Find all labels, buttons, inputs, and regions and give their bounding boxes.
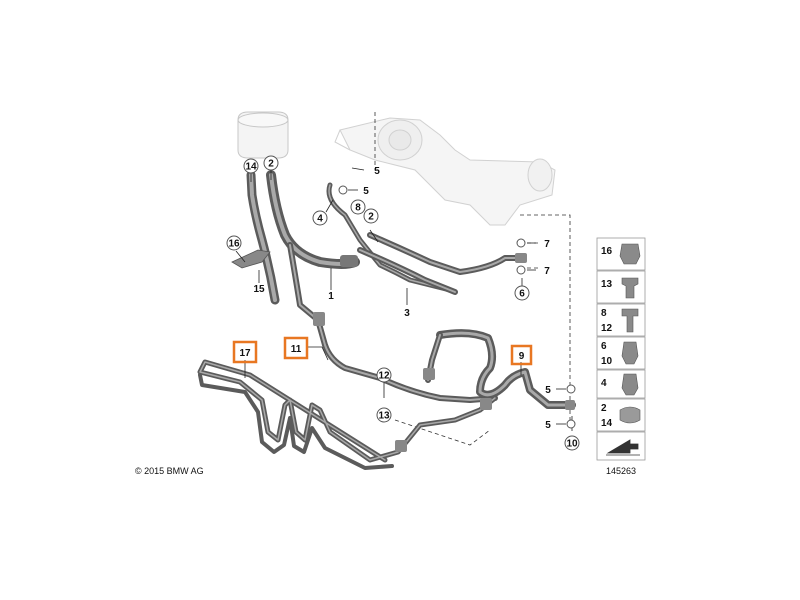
- steering-gear: [334, 117, 556, 226]
- legend-item-6-10: 6 10: [596, 336, 646, 370]
- hoses: [197, 170, 576, 470]
- callout-15: 15: [253, 284, 265, 295]
- callout-7-top: 7: [516, 238, 550, 250]
- svg-text:10: 10: [566, 439, 578, 450]
- sealing-ring-icon: [621, 341, 639, 365]
- svg-text:13: 13: [601, 279, 613, 290]
- banjo-bolt-icon: [621, 277, 639, 299]
- clamp-icon: [621, 373, 639, 396]
- svg-text:1: 1: [328, 291, 334, 302]
- svg-text:13: 13: [378, 411, 390, 422]
- svg-text:5: 5: [374, 166, 380, 177]
- legend-item-8-12: 8 12: [596, 303, 646, 337]
- svg-text:2: 2: [601, 403, 607, 414]
- callout-1: 1: [328, 291, 334, 302]
- svg-text:6: 6: [601, 341, 607, 352]
- svg-text:14: 14: [245, 162, 257, 173]
- legend-item-16: 16: [596, 237, 646, 271]
- svg-text:2: 2: [268, 159, 274, 170]
- svg-text:9: 9: [519, 351, 525, 362]
- callout-3: 3: [404, 308, 410, 319]
- callout-14: 14: [243, 158, 259, 174]
- callout-17-highlight: 17: [232, 340, 258, 364]
- svg-text:7: 7: [544, 266, 550, 277]
- svg-text:5: 5: [545, 420, 551, 431]
- svg-text:16: 16: [228, 239, 240, 250]
- callout-12: 12: [376, 367, 392, 383]
- legend-item-4: 4: [596, 369, 646, 399]
- callout-11-highlight: 11: [283, 336, 309, 360]
- svg-text:4: 4: [601, 378, 607, 389]
- callout-6: 6: [514, 285, 530, 301]
- callout-5-fourth: 5: [545, 419, 576, 431]
- svg-text:8: 8: [355, 203, 361, 214]
- svg-text:12: 12: [378, 371, 390, 382]
- callout-7-second: 7: [516, 265, 550, 277]
- svg-text:3: 3: [404, 308, 410, 319]
- legend-arrow-box: [596, 431, 646, 461]
- svg-text:11: 11: [291, 344, 302, 355]
- fluid-reservoir: [237, 111, 289, 159]
- svg-text:10: 10: [601, 356, 613, 367]
- bolt-icon: [621, 308, 639, 333]
- callout-5-second: 5: [338, 185, 369, 197]
- svg-text:12: 12: [601, 323, 613, 334]
- svg-text:7: 7: [544, 239, 550, 250]
- callout-16: 16: [226, 235, 242, 251]
- svg-text:6: 6: [519, 289, 525, 300]
- svg-text:2: 2: [368, 212, 374, 223]
- svg-text:5: 5: [363, 186, 369, 197]
- hose-clamp-icon: [619, 406, 641, 424]
- svg-text:14: 14: [601, 418, 613, 429]
- svg-text:16: 16: [601, 246, 613, 257]
- callout-2-second: 2: [363, 208, 379, 224]
- legend-panel: 16 13 8 12 6 10 4 2 14: [596, 237, 646, 461]
- legend-item-13: 13: [596, 270, 646, 304]
- callout-5-top: 5: [374, 166, 380, 177]
- callout-10: 10: [564, 435, 580, 451]
- callout-5-third: 5: [545, 384, 576, 396]
- svg-text:4: 4: [317, 214, 323, 225]
- legend-item-2-14: 2 14: [596, 398, 646, 432]
- callout-9-highlight: 9: [510, 344, 533, 366]
- callout-13: 13: [376, 407, 392, 423]
- arrow-icon: [606, 439, 640, 456]
- callout-8: 8: [350, 199, 366, 215]
- svg-text:5: 5: [545, 385, 551, 396]
- copyright-text: © 2015 BMW AG: [135, 466, 204, 476]
- svg-text:15: 15: [253, 284, 265, 295]
- callout-2: 2: [263, 155, 279, 171]
- nut-icon: [619, 243, 641, 265]
- callout-4: 4: [312, 210, 328, 226]
- svg-text:17: 17: [239, 348, 251, 359]
- diagram-number: 145263: [606, 466, 636, 476]
- svg-text:8: 8: [601, 308, 607, 319]
